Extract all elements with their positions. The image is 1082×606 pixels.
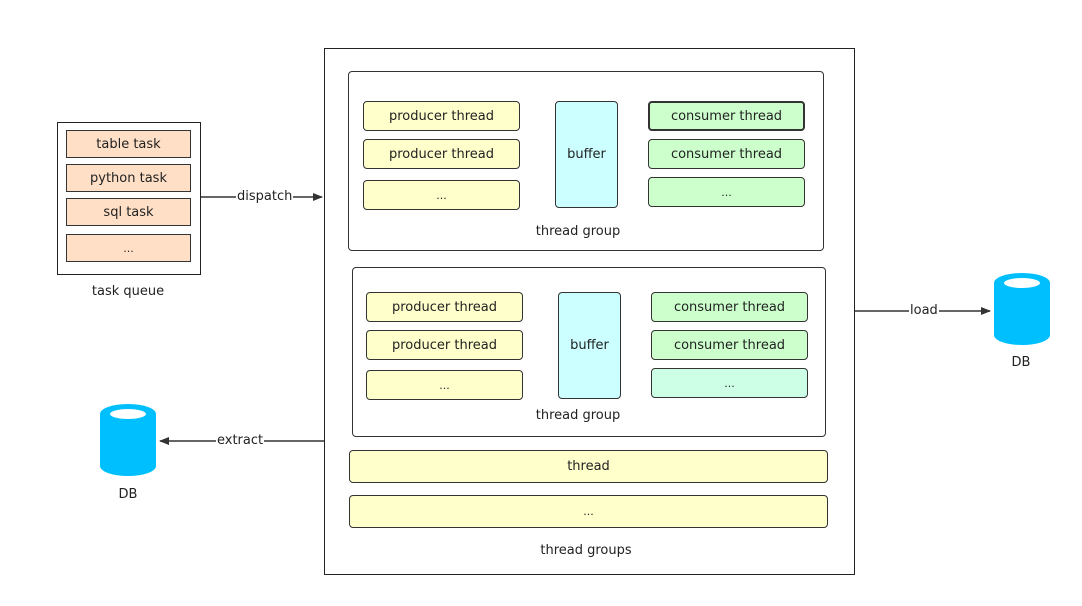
g2-buffer: buffer: [558, 292, 621, 399]
g1-producer-thread: ...: [363, 180, 520, 210]
g2-producer-thread: ...: [366, 370, 523, 400]
source-db-label: DB: [118, 487, 138, 502]
g1-caption: thread group: [535, 224, 621, 239]
task-queue-item: sql task: [66, 198, 191, 226]
task-queue-item: table task: [66, 130, 191, 158]
g2-producer-thread: producer thread: [366, 292, 523, 322]
source-db-icon: [100, 404, 156, 476]
g1-producer-thread: producer thread: [363, 101, 520, 131]
thread-groups-caption: thread groups: [540, 543, 632, 558]
g2-consumer-thread: ...: [651, 368, 808, 398]
g2-consumer-thread: consumer thread: [651, 330, 808, 360]
extract-label: extract: [216, 433, 265, 448]
task-queue-caption: task queue: [91, 284, 165, 299]
dispatch-label: dispatch: [236, 189, 294, 204]
g1-consumer-thread: consumer thread: [648, 139, 805, 169]
task-queue-item: python task: [66, 164, 191, 192]
g1-consumer-thread: ...: [648, 177, 805, 207]
target-db-label: DB: [1011, 355, 1031, 370]
target-db-icon: [994, 273, 1050, 345]
g1-producer-thread: producer thread: [363, 139, 520, 169]
standalone-thread: ...: [349, 495, 828, 528]
g2-producer-thread: producer thread: [366, 330, 523, 360]
g1-buffer: buffer: [555, 101, 618, 208]
thread-groups-frame: [324, 48, 855, 575]
g2-consumer-thread: consumer thread: [651, 292, 808, 322]
g1-consumer-thread: consumer thread: [648, 101, 805, 131]
standalone-thread: thread: [349, 450, 828, 483]
load-label: load: [909, 303, 939, 318]
g2-caption: thread group: [535, 408, 621, 423]
task-queue-item: ...: [66, 234, 191, 262]
